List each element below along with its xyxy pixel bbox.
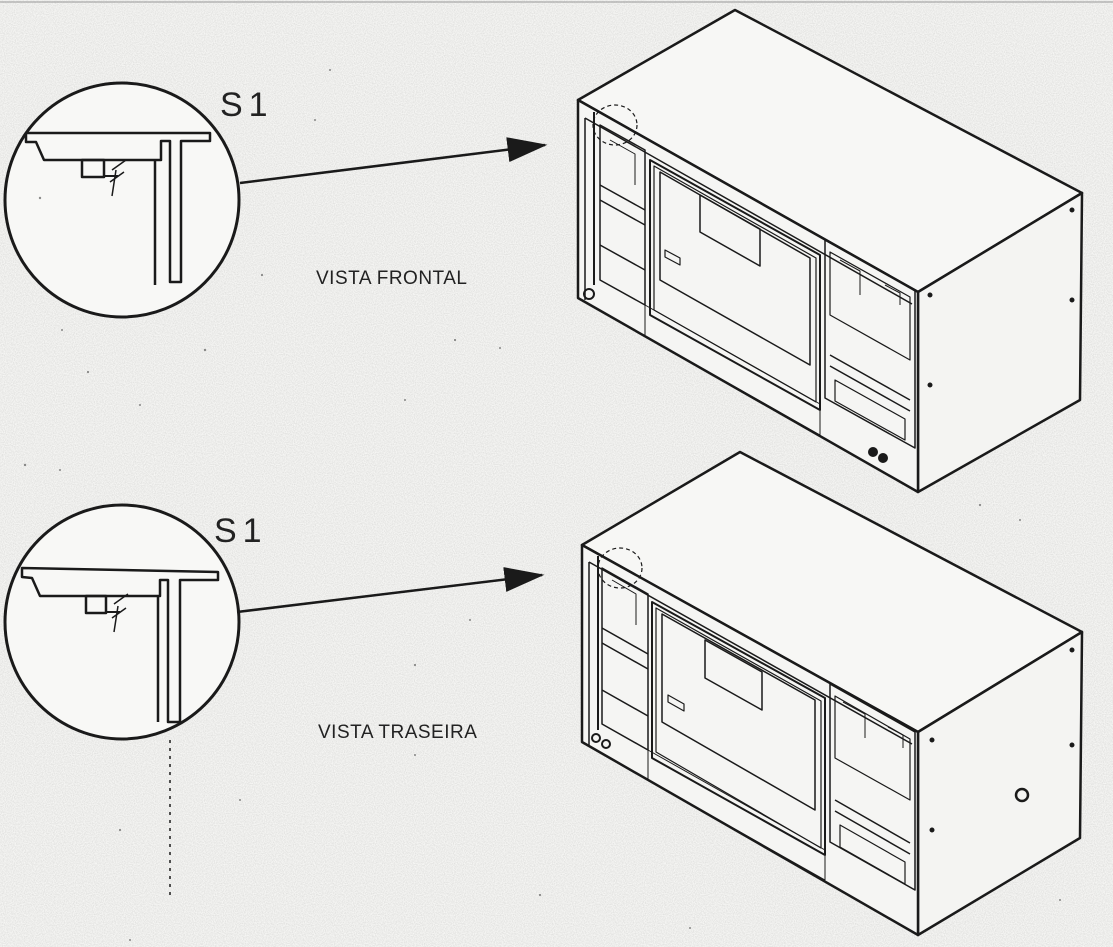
front-detail-label: S1 <box>220 86 274 124</box>
rear-leader-arrow <box>236 567 545 614</box>
front-cabinet <box>576 8 1084 494</box>
rear-view-group <box>3 450 1084 937</box>
rear-detail-label: S1 <box>214 512 268 550</box>
front-view-group <box>3 8 1084 494</box>
rear-view-title: VISTA TRASEIRA <box>318 722 478 743</box>
front-view-title: VISTA FRONTAL <box>316 268 468 289</box>
front-leader-arrow <box>239 137 548 185</box>
speckles <box>23 69 1061 941</box>
front-detail-circle <box>3 81 241 319</box>
rear-detail-circle <box>3 503 241 741</box>
rear-cabinet <box>580 450 1084 937</box>
